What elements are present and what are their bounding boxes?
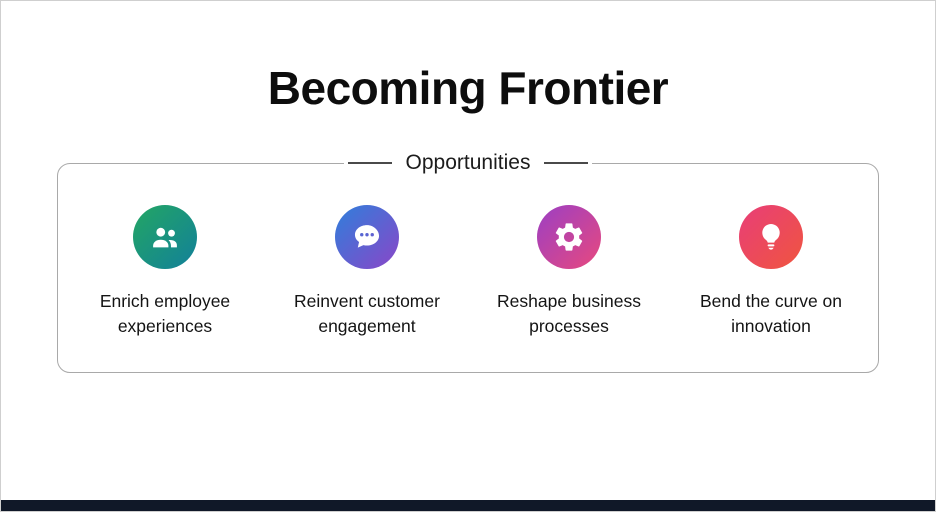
opportunity-item-customer-engagement: Reinvent customer engagement (267, 205, 467, 338)
opportunities-legend: Opportunities (344, 151, 593, 175)
footer-accent-bar (1, 500, 935, 511)
opportunity-item-innovation: Bend the curve on innovation (671, 205, 871, 338)
opportunities-panel: Opportunities Enrich employee experience… (57, 151, 879, 373)
opportunity-label: Bend the curve on innovation (699, 291, 843, 336)
opportunity-label: Reshape business processes (497, 291, 641, 336)
opportunity-item-employee-experiences: Enrich employee experiences (65, 205, 265, 338)
opportunities-grid: Enrich employee experiences Reinvent cus… (58, 175, 878, 338)
opportunity-label: Enrich employee experiences (99, 291, 231, 336)
opportunity-item-business-processes: Reshape business processes (469, 205, 669, 338)
opportunity-label: Reinvent customer engagement (294, 291, 440, 336)
opportunities-label: Opportunities (405, 151, 531, 174)
lightbulb-icon (739, 205, 803, 269)
gear-icon (537, 205, 601, 269)
page-title: Becoming Frontier (267, 62, 669, 114)
chat-icon (335, 205, 399, 269)
people-icon (133, 205, 197, 269)
